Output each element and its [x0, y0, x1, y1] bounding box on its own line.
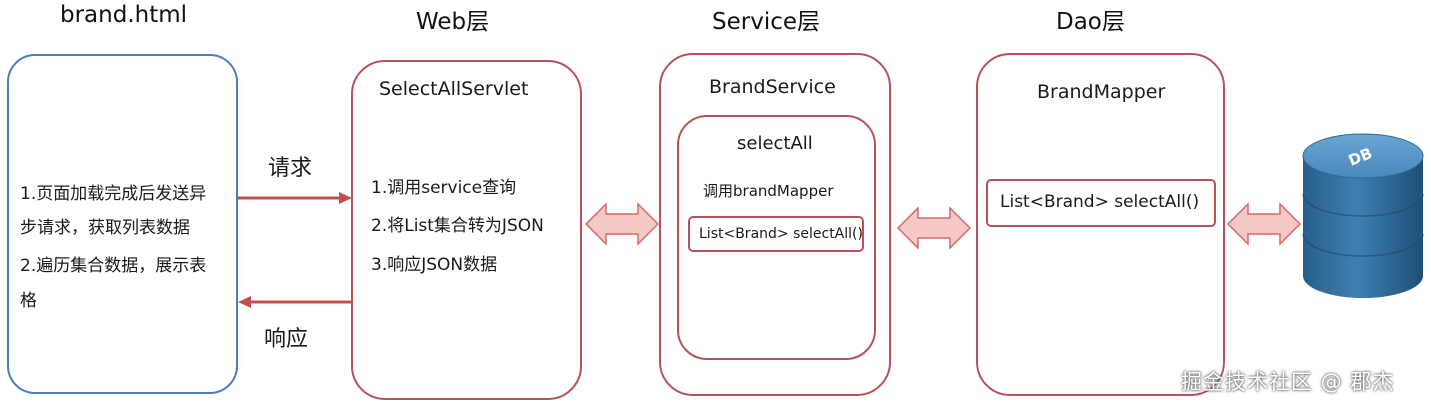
- browser-layer-title: brand.html: [60, 2, 188, 28]
- request-response-arrows: [238, 192, 352, 308]
- web-box: SelectAllServlet 1.调用service查询 2.将List集合…: [351, 60, 582, 400]
- request-arrow-head: [339, 192, 352, 204]
- request-label: 请求: [268, 156, 313, 181]
- dao-method-signature: List<Brand> selectAll(): [1000, 192, 1200, 212]
- browser-box: 1.页面加载完成后发送异 步请求，获取列表数据 2.遍历集合数据，展示表 格: [7, 54, 238, 394]
- select-all-method-box: selectAll 调用brandMapper List<Brand> sele…: [677, 115, 876, 360]
- double-arrow-shape: [1226, 202, 1302, 246]
- service-box: BrandService selectAll 调用brandMapper Lis…: [659, 53, 891, 396]
- dao-db-double-arrow: [1226, 202, 1302, 246]
- db-ring-1: [1302, 193, 1424, 217]
- brand-service-title: BrandService: [709, 76, 836, 98]
- browser-line-4: 格: [20, 291, 37, 311]
- servlet-step-2: 2.将List集合转为JSON: [371, 216, 544, 236]
- double-arrow-shape: [896, 206, 972, 250]
- web-layer-title: Web层: [416, 9, 490, 35]
- service-method-signature: List<Brand> selectAll(): [699, 226, 863, 242]
- service-dao-double-arrow: [896, 206, 972, 250]
- response-arrow-head: [238, 296, 251, 308]
- service-layer-title: Service层: [712, 9, 821, 35]
- watermark: 掘金技术社区 @ 郡杰: [1181, 370, 1395, 394]
- dao-method-signature-box: List<Brand> selectAll(): [986, 179, 1216, 227]
- response-label: 响应: [264, 327, 309, 352]
- servlet-title: SelectAllServlet: [379, 78, 529, 100]
- dao-layer-title: Dao层: [1056, 9, 1125, 35]
- database-icon: DB: [1302, 133, 1424, 298]
- servlet-step-1: 1.调用service查询: [371, 178, 517, 198]
- brand-mapper-title: BrandMapper: [1037, 81, 1166, 103]
- select-all-method-title: selectAll: [737, 133, 813, 154]
- servlet-step-3: 3.响应JSON数据: [371, 255, 498, 275]
- db-cylinder-top: [1302, 133, 1424, 179]
- service-method-signature-box: List<Brand> selectAll(): [688, 216, 864, 252]
- browser-line-3: 2.遍历集合数据，展示表: [20, 256, 207, 276]
- web-service-double-arrow: [584, 202, 660, 246]
- db-cylinder-body: [1303, 156, 1423, 298]
- dao-box: BrandMapper List<Brand> selectAll(): [976, 53, 1225, 396]
- browser-line-1: 1.页面加载完成后发送异: [20, 184, 207, 204]
- select-all-method-desc: 调用brandMapper: [703, 182, 834, 200]
- db-ring-2: [1302, 233, 1424, 257]
- browser-line-2: 步请求，获取列表数据: [20, 218, 190, 238]
- double-arrow-shape: [584, 202, 660, 246]
